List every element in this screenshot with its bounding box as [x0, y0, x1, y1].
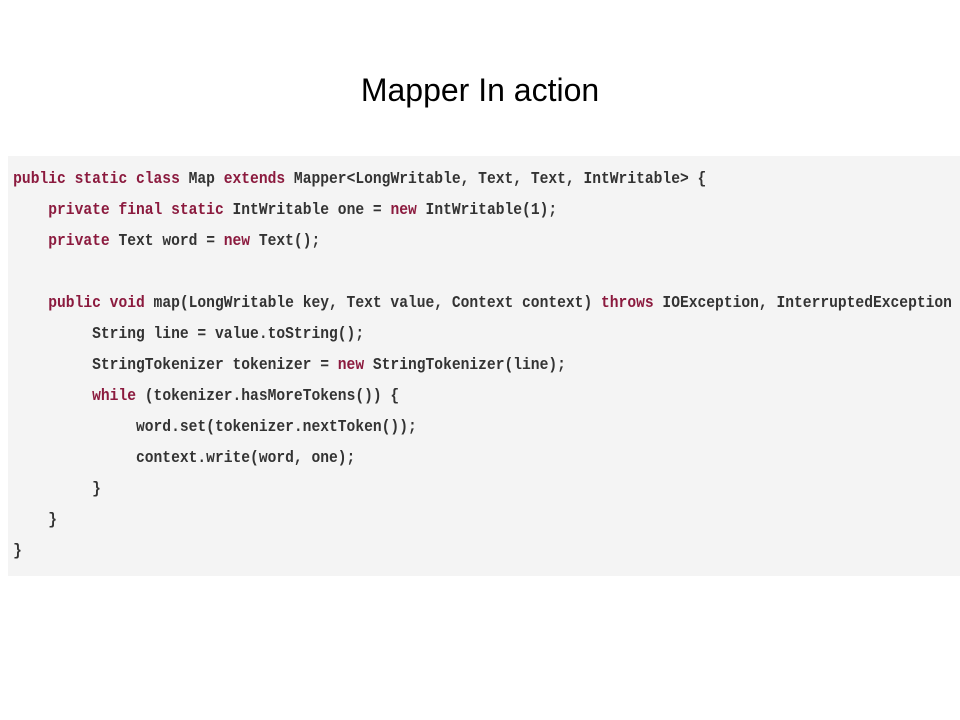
code-line: context.write(word, one);	[13, 443, 827, 474]
code-token: Text();	[258, 232, 321, 251]
slide-title: Mapper In action	[360, 72, 600, 108]
code-token	[13, 201, 48, 220]
code-token: StringTokenizer tokenizer =	[13, 356, 338, 375]
code-token	[13, 387, 92, 406]
code-line: public static class Map extends Mapper<L…	[13, 164, 827, 195]
code-line: }	[13, 505, 827, 536]
code-line: private Text word = new Text();	[13, 226, 827, 257]
code-keyword: private final static	[48, 201, 233, 220]
code-token: }	[13, 511, 58, 530]
code-line: StringTokenizer tokenizer = new StringTo…	[13, 350, 827, 381]
code-line: public void map(LongWritable key, Text v…	[13, 288, 952, 319]
code-keyword: throws	[600, 294, 663, 313]
code-token: }	[13, 480, 101, 499]
code-block: public static class Map extends Mapper<L…	[8, 156, 952, 567]
code-keyword: extends	[223, 170, 294, 189]
code-keyword: private	[48, 232, 119, 251]
code-token: word.set(tokenizer.nextToken());	[13, 418, 417, 437]
code-token: context.write(word, one);	[13, 449, 356, 468]
code-line	[13, 257, 827, 288]
code-token	[13, 232, 48, 251]
code-token: Text word =	[118, 232, 224, 251]
code-line: }	[13, 536, 827, 567]
code-token: }	[13, 542, 22, 561]
code-token: map(LongWritable key, Text value, Contex…	[153, 294, 601, 313]
code-token: Map	[188, 170, 224, 189]
code-token	[13, 294, 48, 313]
code-keyword: while	[92, 387, 145, 406]
code-token: (tokenizer.hasMoreTokens()) {	[144, 387, 400, 406]
code-token: String line = value.toString();	[13, 325, 365, 344]
code-token: IntWritable one =	[232, 201, 391, 220]
code-line: private final static IntWritable one = n…	[13, 195, 827, 226]
code-line: while (tokenizer.hasMoreTokens()) {	[13, 381, 827, 412]
code-panel: public static class Map extends Mapper<L…	[8, 156, 960, 576]
code-line: String line = value.toString();	[13, 319, 827, 350]
code-keyword: new	[390, 201, 426, 220]
code-keyword: new	[337, 356, 373, 375]
code-token: IOException, InterruptedException {	[662, 294, 960, 313]
code-line: word.set(tokenizer.nextToken());	[13, 412, 827, 443]
code-token: Mapper<LongWritable, Text, Text, IntWrit…	[293, 170, 707, 189]
code-token: StringTokenizer(line);	[372, 356, 566, 375]
code-keyword: public static class	[13, 170, 189, 189]
code-line: }	[13, 474, 827, 505]
code-keyword: public void	[48, 294, 154, 313]
code-keyword: new	[223, 232, 259, 251]
code-token: IntWritable(1);	[425, 201, 558, 220]
